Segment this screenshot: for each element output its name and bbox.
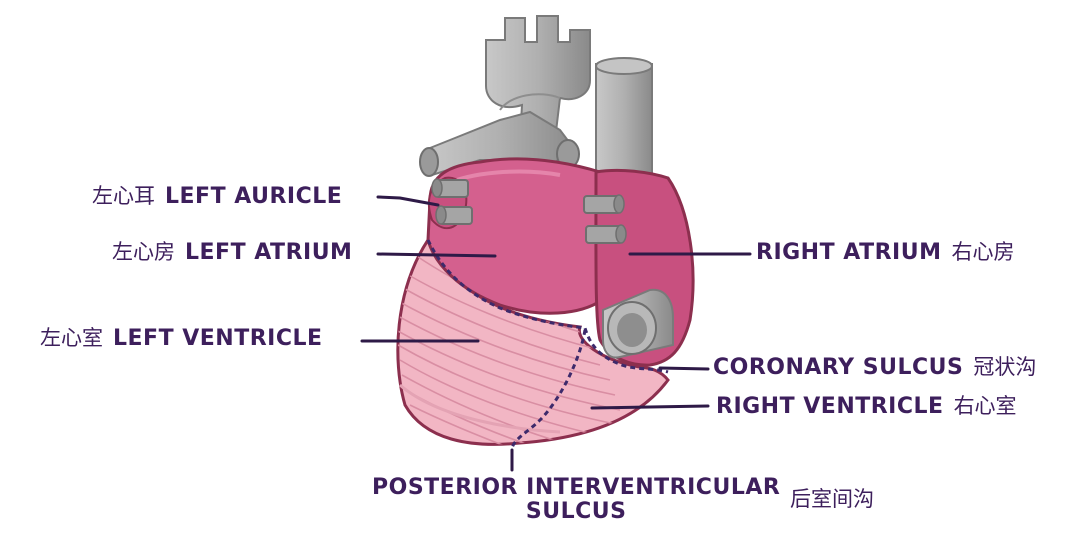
label-posterior-sulcus-zh-wrap: 后室间沟 [790,489,874,510]
leader-coronary-sulcus [658,366,710,371]
label-right-ventricle: RIGHT VENTRICLE 右心室 [716,396,1017,418]
label-left-atrium-zh: 左心房 [112,240,175,264]
label-left-auricle: 左心耳 LEFT AURICLE [92,186,342,208]
label-right-atrium-en: RIGHT ATRIUM [756,240,942,265]
label-left-ventricle-en: LEFT VENTRICLE [113,326,323,351]
label-left-ventricle-zh: 左心室 [40,326,103,350]
label-left-auricle-en: LEFT AURICLE [165,184,343,209]
label-left-auricle-zh: 左心耳 [92,184,155,208]
label-right-atrium: RIGHT ATRIUM 右心房 [756,242,1014,264]
leader-lines [360,195,752,472]
label-posterior-sulcus-zh: 后室间沟 [790,487,874,511]
label-posterior-sulcus-en-line2: SULCUS [525,499,627,524]
label-coronary-sulcus: CORONARY SULCUS 冠状沟 [713,357,1036,379]
leader-left-atrium [376,252,497,258]
interventricular-sulcus-line [510,329,587,449]
label-posterior-sulcus: POSTERIOR INTERVENTRICULAR SULCUS [372,477,780,523]
pulmonary-veins [431,178,627,244]
label-right-atrium-zh: 右心房 [951,240,1015,264]
label-left-ventricle: 左心室 LEFT VENTRICLE [40,328,323,350]
label-left-atrium: 左心房 LEFT ATRIUM [112,242,352,264]
label-right-ventricle-en: RIGHT VENTRICLE [716,394,944,419]
label-left-atrium-en: LEFT ATRIUM [185,240,353,265]
label-posterior-sulcus-en-line1: POSTERIOR INTERVENTRICULAR [372,475,781,500]
aorta [485,15,591,141]
leader-left-auricle [376,195,440,207]
superior-vena-cava [595,57,653,185]
inferior-vena-cava [602,288,674,359]
leader-right-ventricle [590,404,710,410]
label-right-ventricle-zh: 右心室 [953,394,1017,418]
coronary-sulcus-line [426,239,669,374]
label-coronary-sulcus-zh: 冠状沟 [973,355,1037,379]
label-coronary-sulcus-en: CORONARY SULCUS [713,355,964,380]
